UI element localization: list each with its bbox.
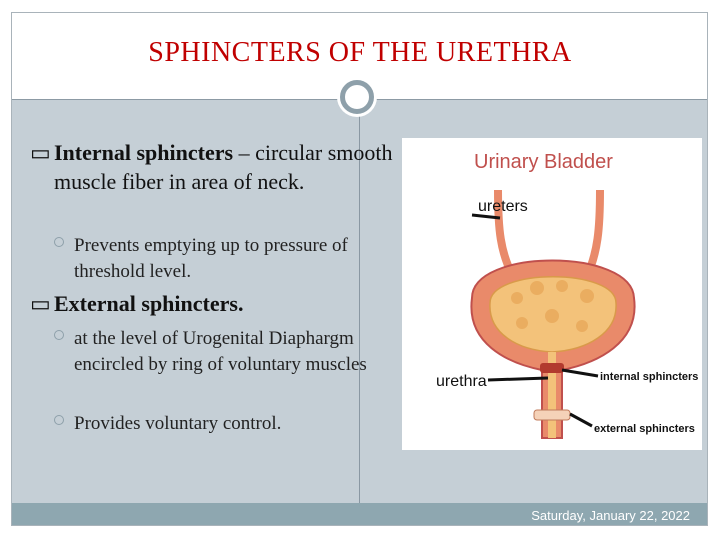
sub-bullet-threshold: Prevents emptying up to pressure of thre… [54, 233, 404, 285]
circle-bullet-icon [54, 330, 64, 340]
urethra-pointer [487, 376, 549, 382]
footer-bar [12, 503, 707, 525]
ureters-pointer [471, 213, 501, 220]
sub-bullet-text: Provides voluntary control. [74, 413, 282, 434]
ureters-label: ureters [478, 198, 528, 215]
external-sphincter-band [533, 409, 571, 421]
slide-title: SPHINCTERS OF THE URETHRA [148, 37, 572, 68]
bullet-bold-text: External sphincters. [54, 291, 244, 316]
sub-bullet-voluntary: Provides voluntary control. [54, 411, 404, 437]
circle-bullet-icon [54, 415, 64, 425]
urethra-lumen [548, 352, 556, 438]
bullet-internal-sphincters: ▭ Internal sphincters – circular smooth … [30, 138, 412, 196]
square-bullet-icon: ▭ [30, 140, 51, 165]
urethra-label: urethra [436, 373, 487, 390]
bullet-bold-text: Internal sphincters [54, 140, 234, 165]
internal-sphincter-band [540, 363, 564, 373]
square-bullet-icon: ▭ [30, 291, 51, 316]
internal-pointer [561, 368, 599, 378]
sub-bullet-text: Prevents emptying up to pressure of thre… [74, 235, 348, 282]
circle-bullet-icon [54, 237, 64, 247]
internal-sphincters-label: internal sphincters [600, 371, 698, 383]
sub-bullet-text: at the level of Urogenital Diaphargm enc… [74, 328, 367, 375]
footer-date: Saturday, January 22, 2022 [531, 508, 690, 523]
external-pointer [569, 412, 593, 428]
bullet-external-sphincters: ▭ External sphincters. [30, 289, 412, 318]
diagram-title: Urinary Bladder [474, 151, 613, 173]
circle-ornament-icon [340, 80, 374, 114]
vertical-divider [359, 100, 360, 503]
external-sphincters-label: external sphincters [594, 423, 695, 435]
sub-bullet-urogenital: at the level of Urogenital Diaphargm enc… [54, 326, 404, 378]
bladder-diagram: Urinary Bladder ureters urethra internal… [402, 138, 702, 450]
slide-frame [11, 12, 708, 526]
bullet-rest-text: – circular smooth muscle fiber in area o… [54, 140, 393, 194]
lining-folds [511, 280, 594, 332]
